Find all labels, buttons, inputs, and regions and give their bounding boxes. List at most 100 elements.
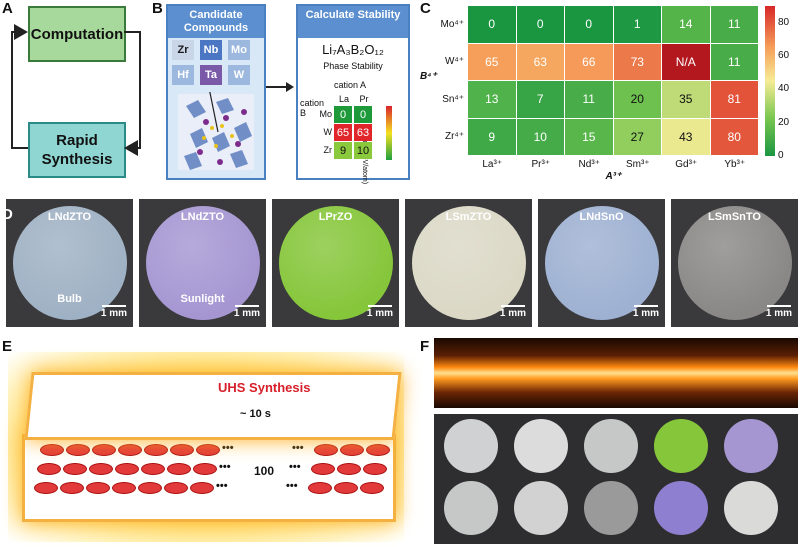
pellet-icon [360, 482, 384, 494]
heatmap-cell: 14 [662, 6, 711, 44]
scale-bar: 1 mm [633, 305, 659, 319]
pellet-icon [86, 482, 110, 494]
arrow-icon [266, 82, 294, 92]
panel-label-f: F [420, 338, 430, 355]
scale-bar: 1 mm [101, 305, 127, 319]
sample-photo: LSmZTO 1 mm [405, 199, 532, 327]
panel-label-d: D [2, 206, 13, 223]
pellet-icon [92, 444, 116, 456]
sample-name: LSmZTO [445, 211, 492, 223]
pellet-icon [170, 444, 194, 456]
y-tick-label: Mo⁴⁺ [440, 18, 464, 30]
pellet-icon [138, 482, 162, 494]
ellipsis-dots: ••• [216, 480, 228, 492]
heatmap-cell: 11 [710, 43, 759, 81]
pellet-icon [60, 482, 84, 494]
cycle-arrows [11, 24, 141, 156]
computation-label: Computation [30, 25, 124, 43]
heatmap-cell: 11 [565, 81, 614, 119]
pellet-disc [724, 481, 778, 535]
pellet-disc [444, 419, 498, 473]
colorbar-tick: 80 [778, 16, 790, 28]
colorbar-tick: 40 [778, 83, 790, 95]
element-tile: Nb [200, 40, 222, 60]
pellet-icon [193, 463, 217, 475]
sample-photo: LNdZTO Sunlight 1 mm [139, 199, 266, 327]
colorbar-tick: 60 [778, 50, 790, 61]
x-axis-label: A³⁺ [605, 171, 622, 182]
pellet-disc [444, 481, 498, 535]
scale-bar: 1 mm [234, 305, 260, 319]
pellet-icon [340, 444, 364, 456]
mini-row-label: Mo [319, 109, 332, 119]
sample-name: LNdZTO [180, 211, 225, 223]
crystal-structure-image [178, 92, 254, 170]
heatmap-cell: 9 [468, 118, 517, 156]
pellet-icon [337, 463, 361, 475]
heatmap-cell: 11 [710, 6, 759, 44]
panel-label-c: C [420, 0, 431, 17]
heatmap-cell: 20 [613, 81, 662, 119]
ellipsis-dots: ••• [292, 442, 304, 454]
scale-label: 1 mm [100, 308, 127, 319]
rapid-synthesis-box: Rapid Synthesis [28, 122, 126, 178]
mini-col-label: La [338, 94, 349, 104]
x-tick-label: Yb³⁺ [724, 159, 746, 170]
heatmap-cell: 10 [516, 118, 565, 156]
pellet-icon [63, 463, 87, 475]
pellet-icon [40, 444, 64, 456]
panel-label-b: B [152, 0, 163, 17]
heatmap-cell: 81 [710, 81, 759, 119]
cation-a-label: cation A [334, 80, 367, 90]
pellet-icon [190, 482, 214, 494]
sample-photo: LNdSnO 1 mm [538, 199, 665, 327]
y-tick-label: Sn⁴⁺ [442, 93, 464, 105]
colorbar [765, 6, 775, 156]
y-tick-label: W⁴⁺ [444, 56, 464, 68]
scale-label: 1 mm [499, 308, 526, 319]
calculate-stability-title: Calculate Stability [298, 6, 408, 38]
light-condition: Bulb [57, 293, 82, 305]
element-tile: Hf [172, 65, 194, 85]
pellet-icon [112, 482, 136, 494]
heatmap-cell: 73 [613, 43, 662, 81]
ellipsis-dots: ••• [286, 480, 298, 492]
heatmap-cell: 27 [613, 118, 662, 156]
heatmap-cell: 0 [516, 6, 565, 44]
pellet-icon [334, 482, 358, 494]
pellet-icon [164, 482, 188, 494]
heatmap-cell: 0 [468, 6, 517, 44]
pellet-disc [724, 419, 778, 473]
mini-cell: 63 [354, 124, 372, 141]
heatmap-cell: 43 [662, 118, 711, 156]
pellet-disc [514, 419, 568, 473]
sample-disc [13, 206, 127, 320]
mini-cell: 0 [354, 106, 372, 123]
calculate-stability-panel: Calculate Stability Li₇A₃B₂O₁₂ Phase Sta… [296, 4, 410, 184]
computation-box: Computation [28, 6, 126, 62]
pellet-icon [366, 444, 390, 456]
sample-name: LNdZTO [47, 211, 92, 223]
mini-cell: 10 [354, 142, 372, 159]
pellet-icon [34, 482, 58, 494]
sample-name: LPrZO [318, 211, 353, 223]
ellipsis-dots: ••• [289, 461, 301, 473]
mini-cell: 9 [334, 142, 352, 159]
scale-label: 1 mm [632, 308, 659, 319]
pellet-count: 100 [254, 464, 275, 478]
pellet-disc [654, 481, 708, 535]
heatmap-cell: 65 [468, 43, 517, 81]
light-condition: Sunlight [180, 293, 225, 305]
cation-b-label: cation B [300, 98, 325, 118]
heatmap-cell: 0 [565, 6, 614, 44]
sample-name: LNdSnO [579, 211, 624, 223]
heatmap-cell: 80 [710, 118, 759, 156]
scale-label: 1 mm [233, 308, 260, 319]
pellet-icon [196, 444, 220, 456]
mini-cell: 65 [334, 124, 352, 141]
pellet-icon [314, 444, 338, 456]
sample-disc [146, 206, 260, 320]
pellet-icon [37, 463, 61, 475]
mini-colorbar [386, 106, 392, 160]
